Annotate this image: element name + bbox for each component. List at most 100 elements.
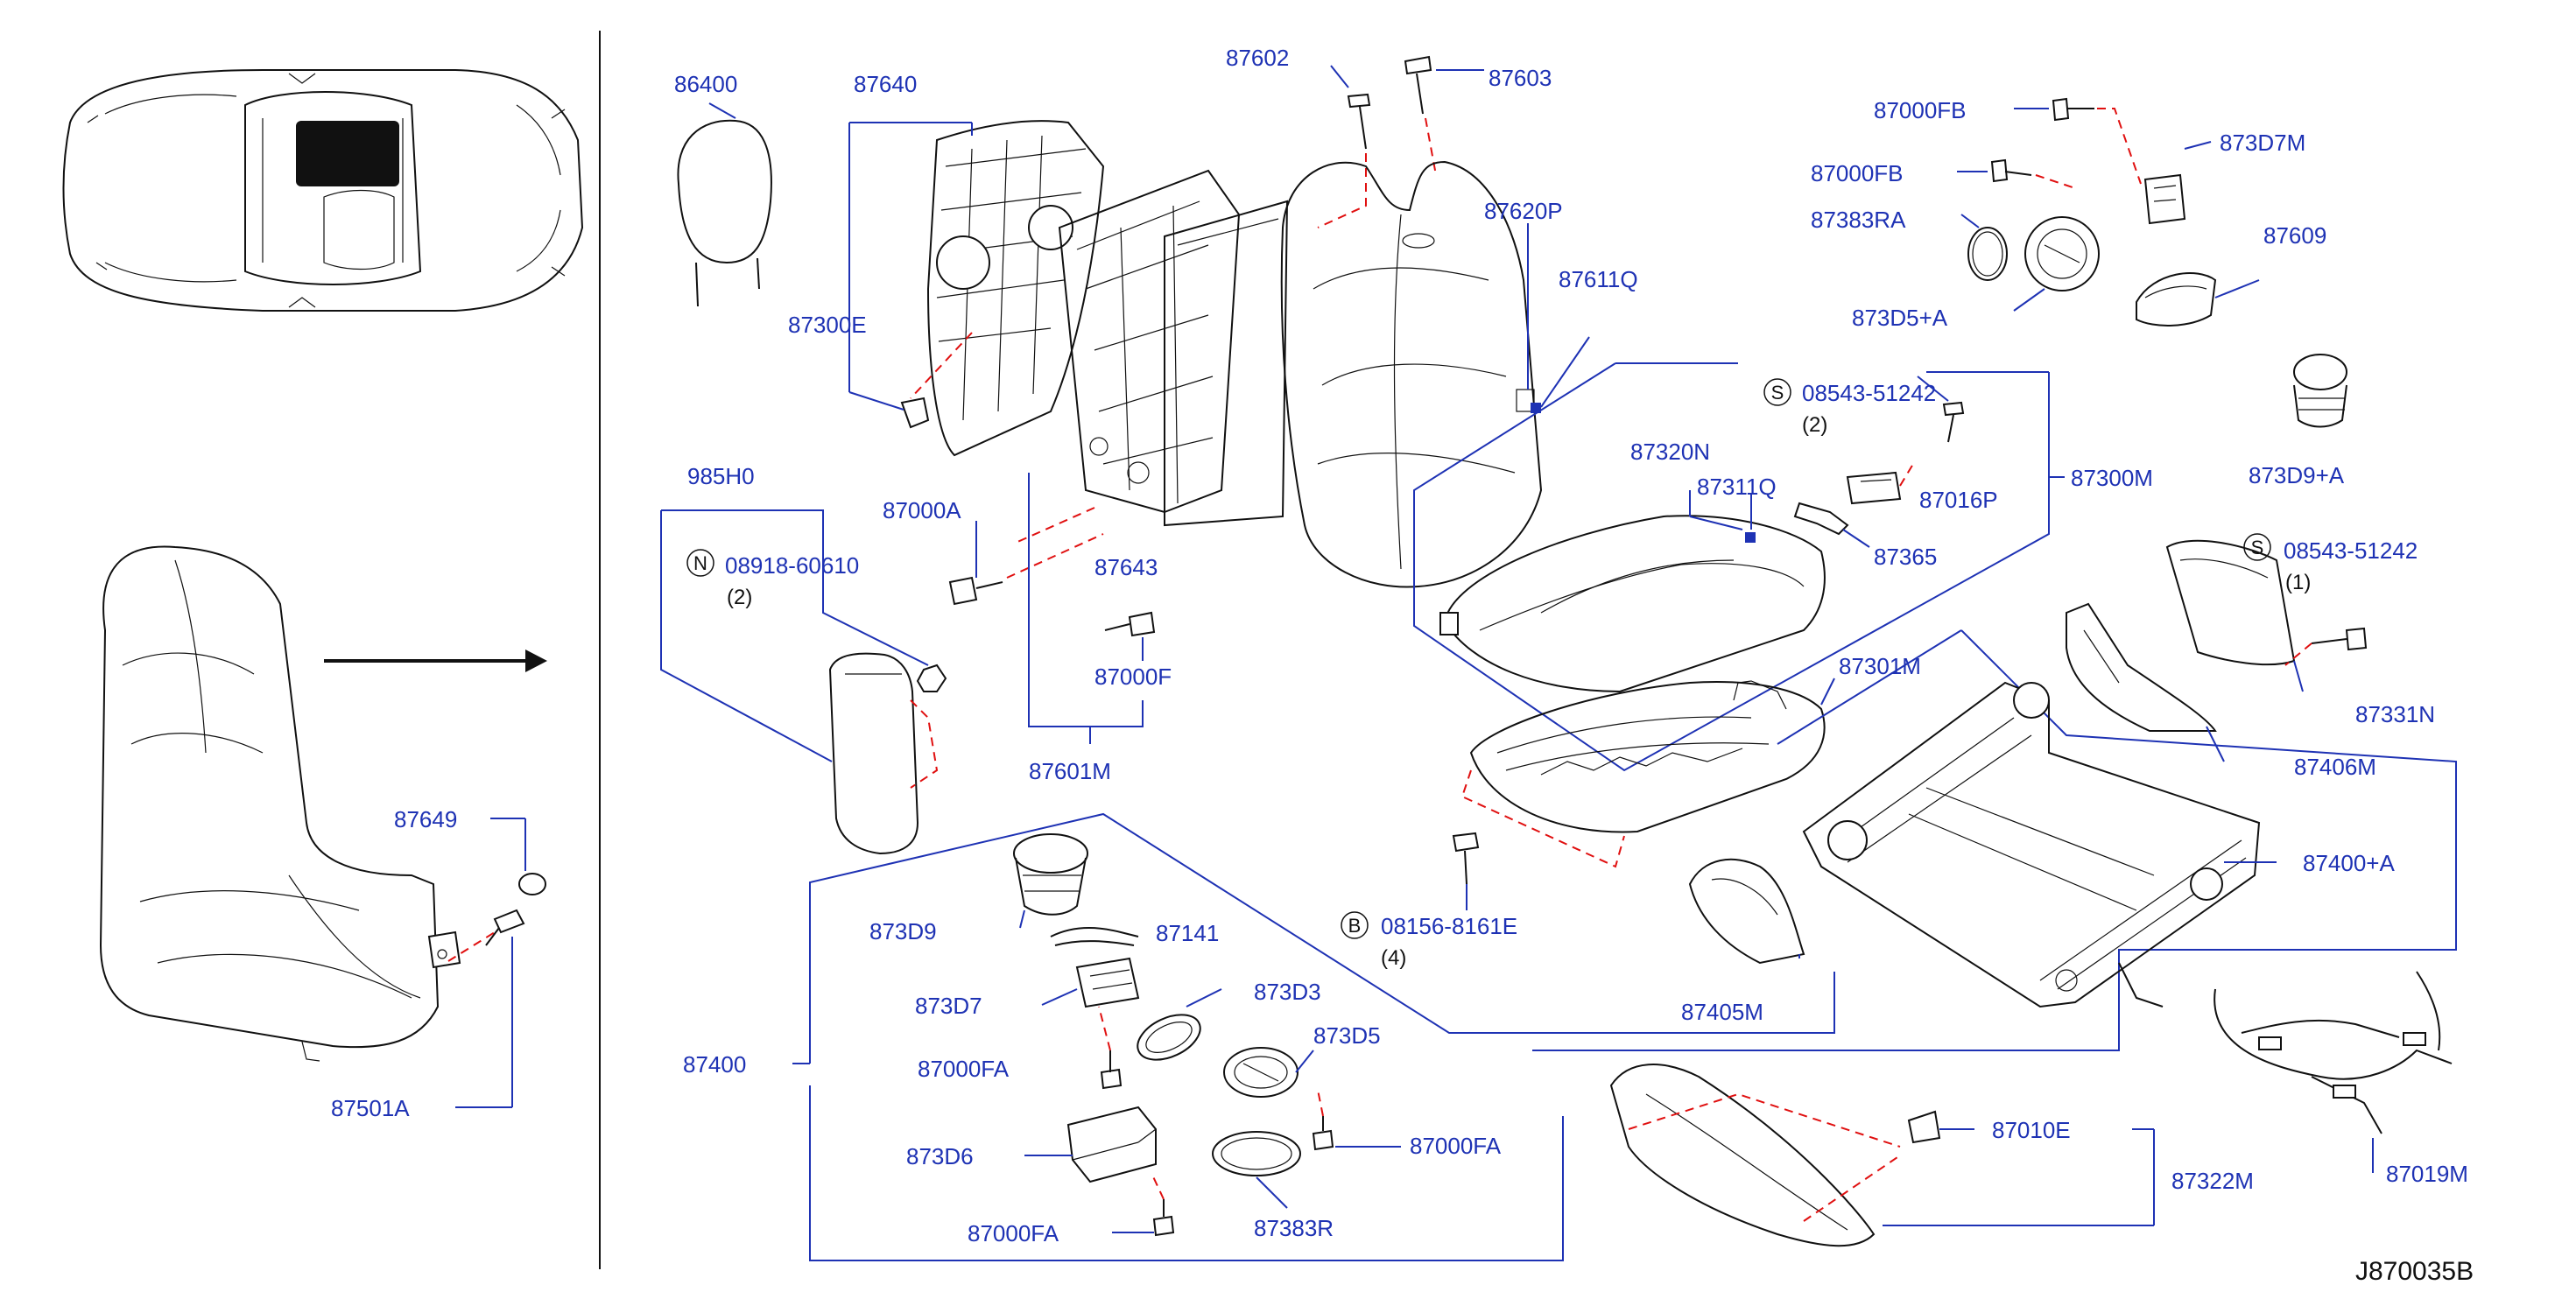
label-87141: 87141 [1156,920,1219,946]
ring-87383R [1212,1131,1301,1209]
label-87000FA-3: 87000FA [968,1220,1059,1246]
label-08156: 08156-8161E [1381,913,1517,939]
label-87000FA-2: 87000FA [1410,1133,1502,1159]
spring-87141 [1050,927,1139,946]
label-08918: 08918-60610 [725,552,859,579]
label-87406M: 87406M [2294,754,2376,780]
label-87501A: 87501A [331,1095,410,1121]
label-873D3: 873D3 [1254,979,1321,1005]
seat-back-panel-87640 [848,120,1105,457]
nut-symbol: N [686,549,714,577]
label-87640: 87640 [854,71,917,97]
screw-symbol-letter-2: S [2251,537,2264,558]
label-873D9: 873D9 [869,918,937,944]
cushion-pan-87301M [1460,678,1835,868]
screw-87000FA-c [1112,1172,1175,1237]
label-87611Q: 87611Q [1559,266,1638,292]
label-87609: 87609 [2263,222,2326,249]
label-873D9A: 873D9+A [2249,462,2345,488]
knob-873D5 [1223,1047,1314,1098]
qty-08918: (2) [727,586,752,609]
label-87383R: 87383R [1254,1215,1334,1241]
screw-symbol-2: S [2243,533,2271,561]
pan-cover-87405M [1688,858,1805,965]
bezel-873D3 [1137,988,1222,1061]
seat-back-frame [1015,169,1289,544]
bolt-symbol: B [1341,911,1369,939]
ring-87383RA [1960,214,2008,281]
seat-frame-87400A [1802,681,2277,1008]
screw-87000FA-b [1312,1089,1401,1151]
label-08543-b: 08543-51242 [2284,537,2418,564]
label-87000FA-1: 87000FA [918,1056,1010,1082]
screw-87000FA-a [1098,1006,1123,1090]
label-87649: 87649 [394,806,457,832]
trim-cover-87406M [2066,602,2225,762]
switch-873D7 [1041,957,1140,1008]
label-87603: 87603 [1489,65,1552,91]
headrest-86400 [677,102,772,307]
vehicle-top-view [62,31,601,1269]
screw-87603 [1404,55,1484,115]
knob-873D5A [2013,216,2100,312]
label-87331N: 87331N [2355,701,2435,727]
qty-08543-a: (2) [1802,413,1827,437]
label-87643: 87643 [1094,554,1158,580]
seat-assembly-illustration [99,545,547,1108]
switch-873D7M [2143,141,2212,225]
label-86400: 86400 [674,71,737,97]
label-08543-a: 08543-51242 [1802,380,1936,406]
label-873D7: 873D7 [915,993,982,1019]
label-87601M: 87601M [1029,758,1111,784]
label-87365: 87365 [1874,544,1937,570]
label-87016P: 87016P [1919,487,1998,513]
seat-back-cover-87620P [1280,160,1590,588]
label-87010E: 87010E [1992,1117,2071,1143]
label-87320N: 87320N [1630,439,1710,465]
label-87311Q: 87311Q [1697,474,1777,500]
label-87000FB-2: 87000FB [1811,160,1904,186]
clip-87311Q [1745,532,1756,543]
bolt-08156 [1452,832,1480,910]
label-87602: 87602 [1226,45,1289,71]
label-87300E: 87300E [788,312,867,338]
label-87301M: 87301M [1839,653,1921,679]
label-87405M: 87405M [1681,999,1763,1025]
label-87019M: 87019M [2386,1161,2468,1187]
bolt-87000F [1104,611,1156,661]
clip-87016P [1846,376,1965,505]
label-87400A: 87400+A [2303,850,2395,876]
clip-87611Q [1531,403,1541,413]
label-873D5A: 873D5+A [1852,305,1948,331]
side-airbag-985H0 [660,509,947,855]
screw-symbol-letter-1: S [1771,382,1784,404]
qty-08543-b: (1) [2285,571,2311,594]
nut-symbol-letter: N [693,552,707,574]
highlighted-seat-area [296,121,399,186]
bolt-87000A [948,521,1104,606]
label-873D5: 873D5 [1313,1022,1381,1049]
cover-87609 [2136,272,2260,327]
screw-symbol-1: S [1763,378,1791,406]
part-labels: 86400 87640 87602 87603 87000FB 873D7M 8… [331,45,2474,1286]
knob-873D9A [2293,354,2347,428]
label-87000F: 87000F [1094,664,1172,690]
label-87322M: 87322M [2171,1168,2254,1194]
label-87400: 87400 [683,1051,746,1078]
bolt-87000FB-mid [1957,158,2076,189]
label-87620P: 87620P [1484,198,1563,224]
screw-87602 [1330,65,1371,150]
diagram-code: J870035B [2355,1257,2474,1286]
bolt-symbol-letter: B [1348,915,1362,937]
seat-cushion-87320N [1439,490,1826,693]
wire-harness-87019M [2214,971,2453,1173]
label-87300M: 87300M [2071,465,2153,491]
label-87383RA: 87383RA [1811,207,1906,233]
qty-08156: (4) [1381,946,1406,970]
knob-873D9 [1013,833,1088,929]
label-873D7M: 873D7M [2220,130,2305,156]
side-trim-87322M [1609,1064,2155,1247]
trim-cover-87331N [2165,539,2368,692]
label-87000A: 87000A [883,497,961,523]
